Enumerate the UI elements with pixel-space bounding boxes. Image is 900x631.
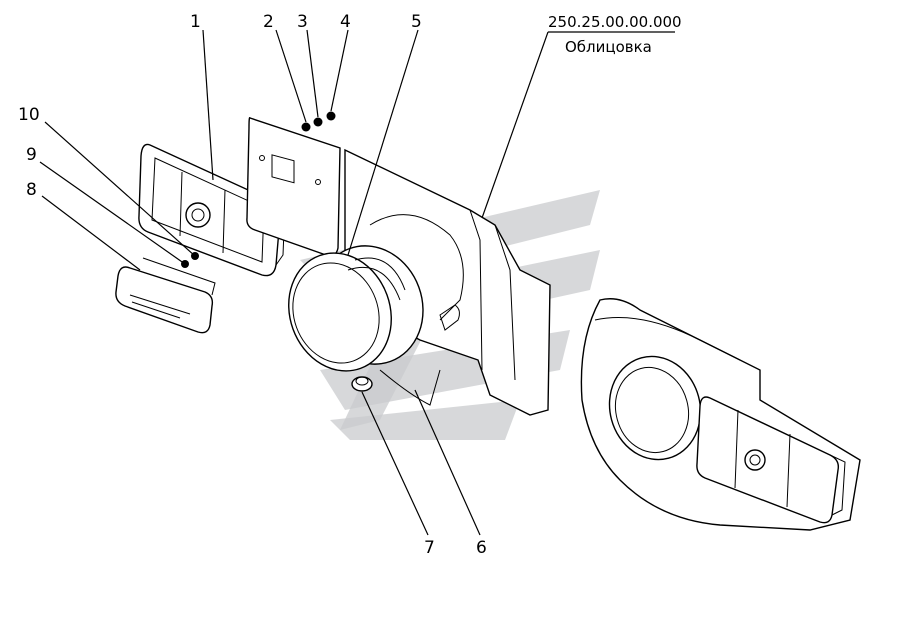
callout-labels: 1 2 3 4 5 10 9 8 7 6 [18, 12, 487, 558]
callout-9: 9 [26, 145, 37, 165]
callout-4: 4 [340, 12, 351, 32]
part-2-3-4-nuts [301, 111, 336, 132]
assembly-name: Облицовка [565, 38, 652, 56]
assembled-view [580, 298, 861, 531]
callout-1: 1 [190, 12, 201, 32]
part-9-10-fasteners [181, 252, 199, 268]
callout-8: 8 [26, 180, 37, 200]
part-8-side-lamp [115, 257, 216, 334]
callout-3: 3 [297, 12, 308, 32]
assembly-code: 250.25.00.00.000 [548, 13, 682, 31]
part-7-grommet [351, 376, 373, 392]
callout-5: 5 [411, 12, 422, 32]
part-5-headlamp [288, 245, 424, 372]
callout-10: 10 [18, 105, 40, 125]
callout-7: 7 [424, 538, 435, 558]
callout-2: 2 [263, 12, 274, 32]
leader-lines [39, 29, 675, 536]
assembly-title-block: 250.25.00.00.000 Облицовка [548, 13, 682, 56]
callout-6: 6 [476, 538, 487, 558]
part-6-wire [379, 369, 441, 406]
